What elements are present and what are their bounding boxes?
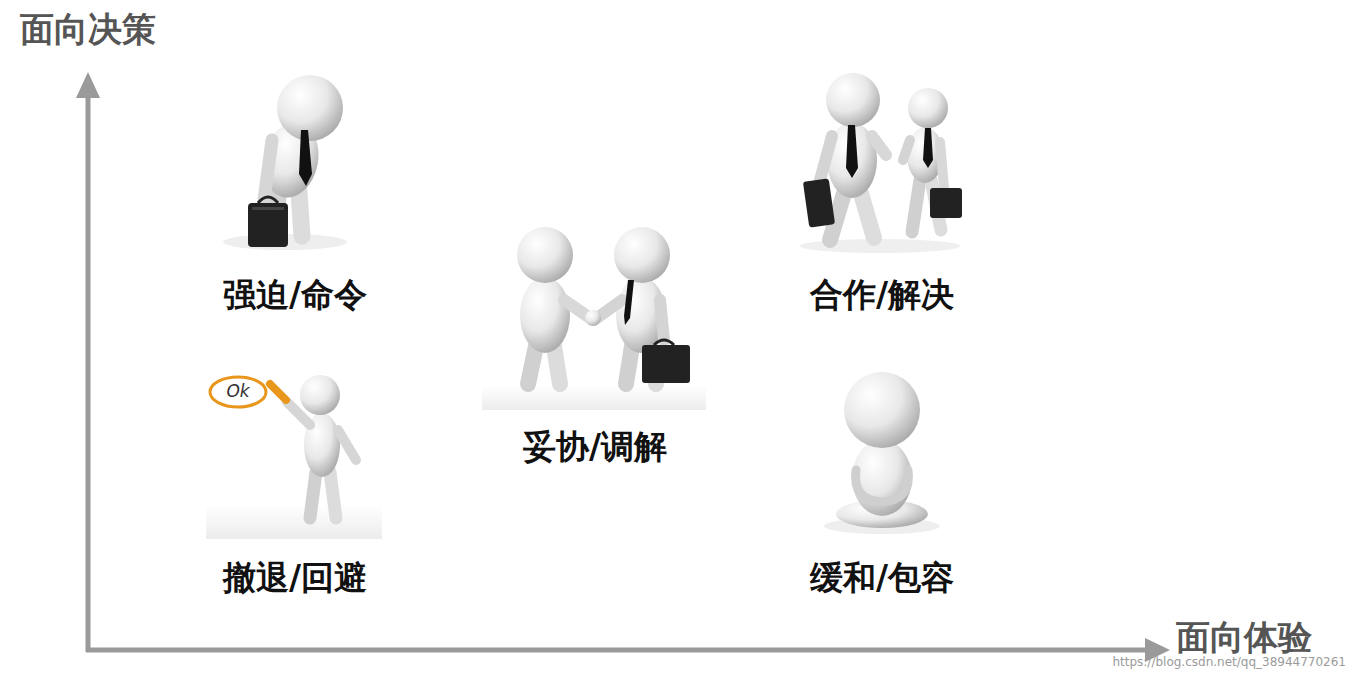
axes [76,72,1170,662]
strategy-label: 强迫/命令 [223,276,367,314]
strategy-label: 合作/解决 [810,276,954,314]
dejected-figure [223,75,347,250]
strategy-label: 撤退/回避 [223,559,367,597]
watermark: https://blog.csdn.net/qq_38944770261 [1112,656,1346,670]
handshake-figures [482,227,706,410]
y-axis-arrow [76,72,100,98]
meditating-figure [824,372,940,534]
marker-pen [270,384,286,400]
ok-bubble [210,377,266,407]
x-axis [86,648,1148,653]
strategy-label: 妥协/调解 [523,428,667,466]
y-axis [86,96,91,652]
strategy-label: 缓和/包容 [810,559,954,597]
walking-figures [800,73,962,253]
axis-label: 面向体验 [1176,618,1312,657]
ok-text: Ok [226,382,249,402]
writing-figure [206,375,382,539]
axis-label: 面向决策 [20,10,156,49]
